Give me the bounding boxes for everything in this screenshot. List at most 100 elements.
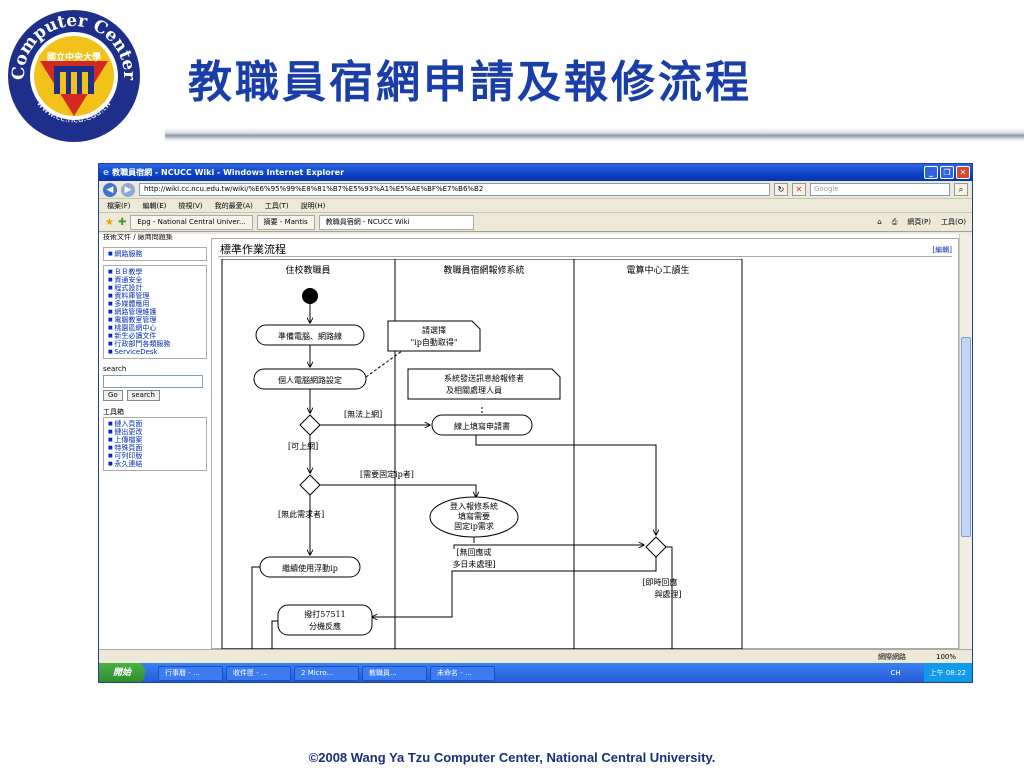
window-title: 教職員宿網 - NCUCC Wiki - Windows Internet Ex… — [112, 168, 345, 177]
sidebar-item[interactable]: 網路服務 — [108, 250, 206, 258]
scrollbar-thumb[interactable] — [961, 337, 971, 537]
internet-zone-label: 網際網路 — [877, 652, 906, 661]
tab-epg[interactable]: Epg - National Central Univer... — [130, 214, 253, 230]
menu-file[interactable]: 檔案(F) — [107, 201, 131, 210]
search-input[interactable]: Google — [810, 183, 950, 196]
sidebar-item[interactable]: 行政部門各類服務 — [108, 340, 206, 348]
title-rule — [165, 128, 1024, 142]
start-node — [302, 288, 318, 304]
toolbox-item[interactable]: 可列印版 — [108, 452, 206, 460]
sidebar-search-label: search — [103, 365, 127, 373]
logo-badge-text: 國立中央大學 — [47, 51, 101, 63]
activity-apply-label: 線上填寫申請書 — [454, 421, 510, 431]
svg-text:[無回應或: [無回應或 — [456, 547, 491, 557]
menu-bar: 檔案(F) 編輯(E) 檢視(V) 我的最愛(A) 工具(T) 說明(H) — [99, 199, 972, 213]
sidebar-group-services: 網路服務 — [103, 247, 207, 261]
lane-title-student: 電算中心工讀生 — [626, 264, 689, 276]
favorites-star-icon[interactable]: ★ — [105, 216, 114, 228]
page-menu[interactable]: 網頁(P) — [907, 218, 932, 226]
svg-text:登入報修系統: 登入報修系統 — [450, 501, 498, 511]
forward-button[interactable]: ▶ — [121, 182, 135, 197]
sidebar-item[interactable]: 新生必讀文件 — [108, 332, 206, 340]
menu-favorites[interactable]: 我的最愛(A) — [214, 201, 253, 210]
close-button[interactable]: ✕ — [956, 166, 970, 179]
window-titlebar: e 教職員宿網 - NCUCC Wiki - Windows Internet … — [99, 164, 972, 181]
status-bar: 網際網路 100% — [99, 649, 972, 663]
toolbox-item[interactable]: 鏈入頁面 — [108, 420, 206, 428]
lane-title-staff: 住校教職員 — [285, 264, 330, 276]
back-button[interactable]: ◀ — [103, 182, 117, 197]
menu-tools[interactable]: 工具(T) — [264, 201, 289, 210]
activity-dynamic-ip-label: 繼續使用浮動ip — [282, 563, 338, 573]
toolbox-item[interactable]: 永久連結 — [108, 460, 206, 468]
tab-wiki[interactable]: 教職員宿網 - NCUCC Wiki — [318, 214, 474, 230]
sidebar-item[interactable]: 網路管理維護 — [108, 308, 206, 316]
swimlane-frame — [221, 259, 743, 649]
vertical-scrollbar[interactable] — [959, 234, 972, 649]
stop-icon[interactable]: ✕ — [792, 183, 806, 196]
wiki-article: 標準作業流程 [編輯] 住校教職員 教職員宿網報修系統 電算中心工讀生 — [211, 238, 959, 649]
sidebar-toolbox: 鏈入頁面 鏈出更改 上傳檔案 特殊頁面 可列印版 永久連結 — [103, 417, 207, 471]
toolbox-item[interactable]: 鏈出更改 — [108, 428, 206, 436]
sidebar-item[interactable]: 電腦教室管理 — [108, 316, 206, 324]
sidebar-item[interactable]: ServiceDesk — [108, 348, 206, 356]
go-button[interactable]: Go — [103, 390, 123, 401]
menu-edit[interactable]: 編輯(E) — [142, 201, 167, 210]
sidebar-item[interactable]: 資通安全 — [108, 276, 206, 284]
taskbar-item[interactable]: 未命名 - ... — [430, 665, 496, 681]
ime-indicator[interactable]: CH — [890, 669, 901, 677]
tab-bar: ★ ✚ Epg - National Central Univer... 摘要 … — [99, 213, 972, 232]
svg-text:撥打57511: 撥打57511 — [304, 609, 345, 619]
svg-text:分機反應: 分機反應 — [309, 621, 341, 631]
zoom-level[interactable]: 100% — [935, 652, 956, 661]
ie-icon: e — [103, 167, 110, 178]
label-no-need: [無此需求者] — [278, 509, 324, 519]
add-favorite-icon[interactable]: ✚ — [117, 216, 127, 228]
toolbox-item[interactable]: 特殊頁面 — [108, 444, 206, 452]
menu-help[interactable]: 說明(H) — [300, 201, 326, 210]
svg-text:及相關處理人員: 及相關處理人員 — [446, 385, 502, 395]
system-tray-clock: 上午 08:22 — [923, 663, 972, 682]
minimize-button[interactable]: _ — [924, 166, 938, 179]
svg-text:"ip自動取得": "ip自動取得" — [410, 337, 457, 347]
slide-footer: ©2008 Wang Ya Tzu Computer Center, Natio… — [308, 750, 716, 765]
toolbox-item[interactable]: 上傳檔案 — [108, 436, 206, 444]
heading-rule — [218, 256, 952, 257]
search-icon[interactable]: ⌕ — [954, 183, 968, 196]
home-icon[interactable]: ⌂ — [877, 218, 882, 226]
sidebar-item[interactable]: 程式設計 — [108, 284, 206, 292]
tools-menu[interactable]: 工具(O) — [941, 218, 966, 226]
svg-text:與處理]: 與處理] — [654, 589, 681, 599]
restore-button[interactable]: ❐ — [940, 166, 954, 179]
sidebar-group-topics: ＢＢ教學 資通安全 程式設計 資料庫管理 多媒體應用 網路管理維護 電腦教室管理… — [103, 265, 207, 359]
wiki-sidebar: 技術文件 / 廠商問題集 網路服務 ＢＢ教學 資通安全 程式設計 資料庫管理 多… — [103, 234, 207, 649]
taskbar-item[interactable]: 2 Micro... — [294, 665, 360, 681]
decision-connect — [299, 414, 321, 436]
taskbar-item[interactable]: 行事曆 - ... — [158, 665, 224, 681]
taskbar-item[interactable]: 教職員... — [362, 665, 428, 681]
slide-title: 教職員宿網申請及報修流程 — [188, 57, 752, 108]
decision-response — [645, 536, 667, 558]
refresh-icon[interactable]: ↻ — [774, 183, 788, 196]
page-content: 技術文件 / 廠商問題集 網路服務 ＢＢ教學 資通安全 程式設計 資料庫管理 多… — [99, 234, 972, 649]
activity-apply — [431, 414, 533, 436]
menu-view[interactable]: 檢視(V) — [178, 201, 203, 210]
sidebar-item[interactable]: ＢＢ教學 — [108, 268, 206, 276]
edit-link[interactable]: [編輯] — [932, 246, 952, 254]
sidebar-item[interactable]: 多媒體應用 — [108, 300, 206, 308]
url-input[interactable]: http://wiki.cc.ncu.edu.tw/wiki/%E6%95%99… — [139, 183, 770, 196]
start-button[interactable]: 開始 — [99, 663, 146, 682]
wiki-search-input[interactable] — [103, 375, 203, 388]
print-icon[interactable]: ⎙ — [891, 217, 898, 226]
svg-text:填寫需要: 填寫需要 — [458, 511, 490, 521]
sidebar-item[interactable]: 桃園區網中心 — [108, 324, 206, 332]
wiki-search-button[interactable]: search — [126, 390, 160, 401]
toolbox-label: 工具箱 — [103, 408, 124, 416]
taskbar-item[interactable]: 收件匣 - ... — [226, 665, 292, 681]
tab-mantis[interactable]: 摘要 - Mantis — [256, 214, 315, 230]
sidebar-item[interactable]: 資料庫管理 — [108, 292, 206, 300]
browser-window: e 教職員宿網 - NCUCC Wiki - Windows Internet … — [98, 163, 973, 683]
label-immediate: [即時回應 — [642, 577, 677, 587]
address-bar: ◀ ▶ http://wiki.cc.ncu.edu.tw/wiki/%E6%9… — [99, 181, 972, 199]
